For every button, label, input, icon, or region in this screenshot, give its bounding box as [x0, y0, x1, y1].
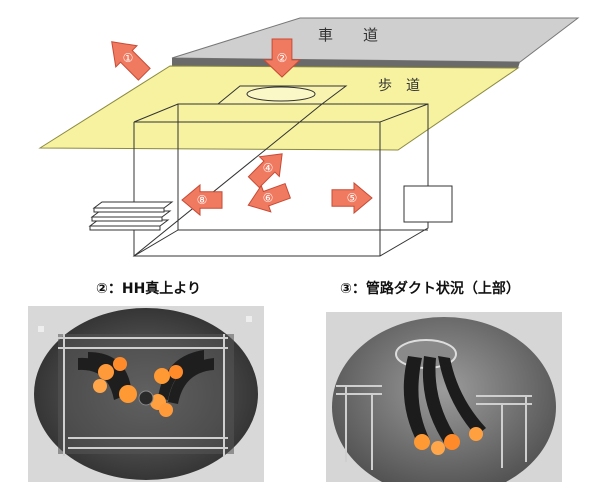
- arrow-shape: [331, 181, 373, 215]
- arrow-shape: [111, 41, 151, 81]
- sidewalk-label: 歩 道: [378, 78, 420, 94]
- side-box: [403, 185, 453, 223]
- arrow-shape: [181, 183, 223, 217]
- arrow-shape: [262, 38, 302, 78]
- photo-duct-upper: [326, 312, 562, 482]
- arrow-number: ⑧: [197, 193, 208, 207]
- view-arrow: ①: [111, 41, 151, 81]
- arrow-number: ①: [123, 51, 134, 65]
- arrow-number: ⑥: [263, 191, 274, 205]
- view-arrow: ②: [262, 38, 302, 78]
- handhole-diagram: 車 道 歩 道 ① ② ④ ⑥ ⑧ ⑤: [38, 17, 580, 257]
- conduit-stack: [88, 201, 174, 231]
- arrow-number: ⑤: [347, 191, 358, 205]
- view-arrow: ④: [247, 153, 283, 189]
- view-arrows: ① ② ④ ⑥ ⑧ ⑤: [111, 38, 373, 217]
- caption-photo-right: ③：管路ダクト状況（上部）: [340, 281, 520, 297]
- manhole-opening: [246, 86, 316, 102]
- road-label: 車 道: [318, 26, 378, 44]
- photo-handhole-top: [28, 306, 264, 482]
- arrow-number: ④: [263, 161, 274, 175]
- view-arrow: ⑥: [247, 182, 292, 213]
- arrow-number: ②: [277, 51, 288, 65]
- arrow-shape: [247, 182, 292, 213]
- road-curb: [172, 58, 520, 68]
- view-arrow: ⑧: [181, 183, 223, 217]
- arrow-shape: [247, 153, 283, 189]
- sidewalk-surface: [38, 65, 520, 151]
- caption-photo-left: ②：HH真上より: [96, 281, 202, 297]
- handhole-box: [132, 103, 429, 257]
- view-arrow: ⑤: [331, 181, 373, 215]
